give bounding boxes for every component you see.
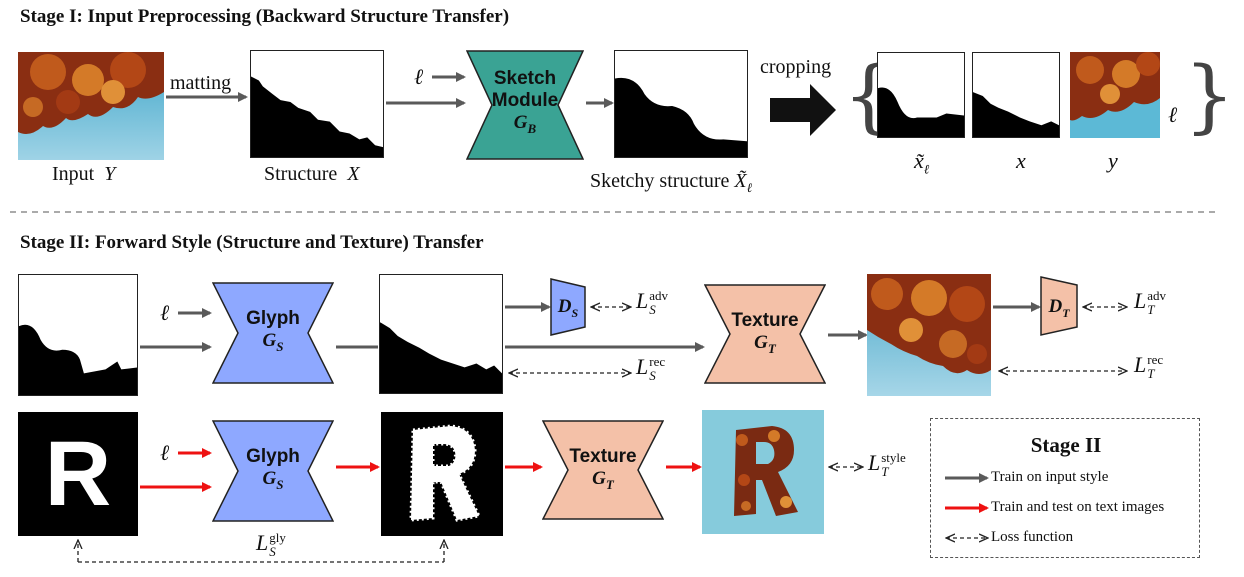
text-to-glyph-arrow bbox=[140, 482, 212, 492]
glyph-to-stylized-r-arrow bbox=[336, 462, 380, 472]
glyph-network-row2 bbox=[212, 420, 334, 522]
texture-network-row2 bbox=[542, 420, 664, 520]
ell-label-row2: ℓ bbox=[160, 440, 170, 465]
stylized-text-output bbox=[702, 410, 824, 534]
discriminator-s bbox=[550, 278, 586, 336]
legend-gray-arrow-icon bbox=[945, 473, 989, 483]
output-to-dt-arrow bbox=[993, 302, 1041, 312]
texture-label-row1: Texture GT bbox=[731, 310, 799, 356]
crop-structure-image bbox=[972, 52, 1060, 138]
crop-y-label: y bbox=[1108, 148, 1118, 173]
stage2-texture-output bbox=[867, 274, 991, 396]
text-input-letter: R bbox=[44, 423, 112, 525]
matting-arrow bbox=[166, 92, 248, 102]
structure-to-texture-arrow bbox=[505, 342, 705, 352]
ell-arrow-stage1 bbox=[432, 72, 466, 82]
structure-image bbox=[250, 50, 384, 158]
loss-rec-s-arrow bbox=[506, 366, 634, 380]
texture-network-row1 bbox=[704, 284, 826, 384]
legend-item-train-test: Train and test on text images bbox=[991, 499, 1165, 515]
loss-gly-s-arrow bbox=[70, 534, 452, 563]
sketchy-caption: Sketchy structure X̃ℓ bbox=[590, 170, 753, 195]
sketch-module-label: Sketch Module GB bbox=[491, 68, 559, 136]
ell-arrow-row2 bbox=[178, 448, 212, 458]
structure-text-glyph bbox=[409, 424, 482, 522]
loss-adv-s-arrow bbox=[588, 300, 634, 314]
sketchy-to-glyph-arrow bbox=[140, 342, 212, 352]
stylized-r-to-texture-arrow bbox=[505, 462, 543, 472]
brace-right: } bbox=[1184, 49, 1235, 142]
ell-arrow-row1 bbox=[178, 308, 212, 318]
stage-divider bbox=[10, 211, 1218, 213]
sketch-module bbox=[466, 50, 584, 160]
stylized-text-glyph bbox=[702, 410, 824, 534]
stage2-title: Stage II: Forward Style (Structure and T… bbox=[20, 232, 484, 253]
loss-rec-t-arrow bbox=[996, 364, 1130, 378]
legend-dashed-arrow-icon bbox=[943, 531, 991, 545]
stage2-sketchy-input bbox=[18, 274, 138, 396]
ell-label-stage1: ℓ bbox=[414, 64, 424, 89]
legend-item-loss: Loss function bbox=[991, 529, 1074, 545]
crop-x-tilde-label: x̃ℓ bbox=[914, 148, 930, 177]
crop-sketchy-image bbox=[877, 52, 965, 138]
crop-x-label: x bbox=[1016, 148, 1026, 173]
crop-ell-label: ℓ bbox=[1168, 102, 1178, 127]
discriminator-s-label: DS bbox=[557, 296, 579, 320]
structure-text-image bbox=[381, 412, 503, 536]
text-input-image: R bbox=[18, 412, 138, 536]
legend-red-arrow-icon bbox=[945, 503, 989, 513]
loss-style-t-arrow bbox=[826, 460, 866, 474]
glyph-label-row1: Glyph GS bbox=[246, 308, 300, 354]
crop-style-image bbox=[1070, 52, 1160, 138]
texture-output-arrow-row2 bbox=[666, 462, 702, 472]
texture-output-arrow-row1 bbox=[828, 330, 868, 340]
matting-label: matting bbox=[170, 72, 232, 94]
texture-label-row2: Texture GT bbox=[569, 446, 637, 492]
ell-label-row1: ℓ bbox=[160, 300, 170, 325]
input-caption: Input Y bbox=[52, 163, 116, 185]
glyph-network-row1 bbox=[212, 282, 334, 384]
legend-title: Stage II bbox=[1030, 433, 1102, 457]
structure-caption: Structure X bbox=[264, 163, 360, 185]
discriminator-t-label: DT bbox=[1048, 296, 1070, 320]
sketchy-structure-image bbox=[614, 50, 748, 158]
discriminator-t bbox=[1040, 276, 1078, 336]
legend: Stage II Train on input style Train and … bbox=[930, 418, 1200, 558]
input-image bbox=[18, 52, 164, 160]
loss-adv-t-arrow bbox=[1080, 300, 1130, 314]
structure-to-sketch-arrow bbox=[386, 98, 466, 108]
stage1-title: Stage I: Input Preprocessing (Backward S… bbox=[20, 6, 510, 27]
sketch-output-arrow bbox=[586, 98, 614, 108]
glyph-label-row2: Glyph GS bbox=[246, 446, 300, 492]
legend-item-train: Train on input style bbox=[991, 469, 1109, 485]
cropping-label: cropping bbox=[760, 56, 832, 78]
stage2-structure-output bbox=[379, 274, 503, 394]
structure-to-ds-arrow bbox=[505, 302, 551, 312]
cropping-arrow bbox=[770, 84, 836, 136]
glyph-to-structure-arrow bbox=[336, 345, 378, 349]
